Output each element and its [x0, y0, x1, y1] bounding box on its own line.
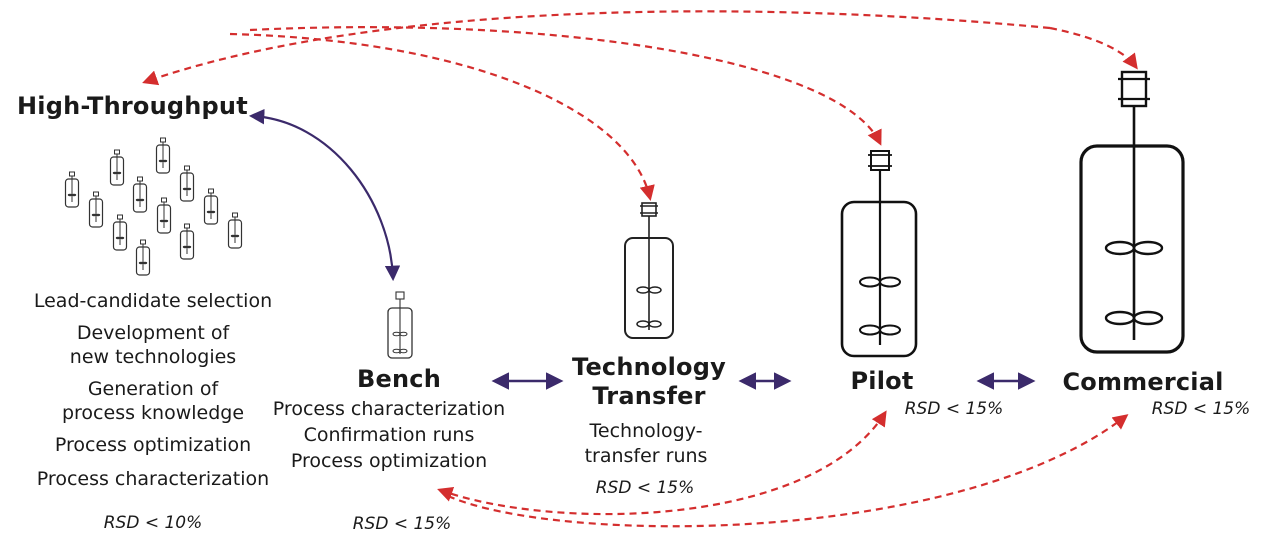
tech-transfer-vessel-icon	[624, 202, 674, 339]
activity-item: Lead-candidate selection	[33, 290, 273, 312]
activity-item: transfer runs	[584, 445, 708, 467]
bench-activities: Process characterization Confirmation ru…	[273, 396, 505, 474]
transfer-arrow-ht-commercial	[142, 10, 1051, 86]
title-line: Technology	[572, 353, 726, 381]
title-line: Transfer	[592, 382, 706, 410]
bench-title: Bench	[357, 365, 441, 393]
commercial-rsd: RSD < 15%	[1151, 399, 1251, 419]
bench-rsd: RSD < 15%	[352, 514, 452, 534]
transfer-arrow-to-tech-transfer	[229, 32, 655, 202]
activity-item: process knowledge	[61, 402, 245, 424]
high-throughput-vessel-array	[64, 137, 243, 276]
activity-item: Process characterization	[272, 398, 506, 420]
commercial-vessel-icon	[1079, 70, 1185, 354]
high-throughput-rsd: RSD < 10%	[103, 513, 203, 533]
activity-item: Process characterization	[36, 468, 270, 490]
transfer-arrow-to-pilot	[249, 26, 882, 146]
high-throughput-activities: Lead-candidate selection Development of …	[34, 287, 272, 493]
pilot-title: Pilot	[850, 367, 914, 395]
bench-vessel-icon	[387, 291, 413, 359]
activity-item: Technology-	[589, 420, 703, 442]
pilot-vessel-icon	[840, 150, 918, 358]
activity-item: new technologies	[69, 346, 237, 368]
activity-item: Process optimization	[54, 434, 252, 456]
activity-item: Development of	[76, 322, 230, 344]
activity-item: Generation of	[87, 378, 219, 400]
pilot-rsd: RSD < 15%	[904, 399, 1004, 419]
transfer-arrow-bench-commercial	[447, 414, 1129, 528]
scale-arrow-ht-bench	[248, 108, 401, 282]
activity-item: Confirmation runs	[303, 424, 475, 446]
tech-transfer-rsd: RSD < 15%	[595, 478, 695, 498]
activity-item: Process optimization	[290, 450, 488, 472]
high-throughput-title: High-Throughput	[17, 92, 248, 120]
tech-transfer-title: Technology Transfer	[572, 353, 726, 411]
tech-transfer-activities: Technology- transfer runs	[585, 419, 708, 469]
commercial-title: Commercial	[1062, 368, 1224, 396]
transfer-arrow-to-commercial	[1049, 26, 1138, 70]
